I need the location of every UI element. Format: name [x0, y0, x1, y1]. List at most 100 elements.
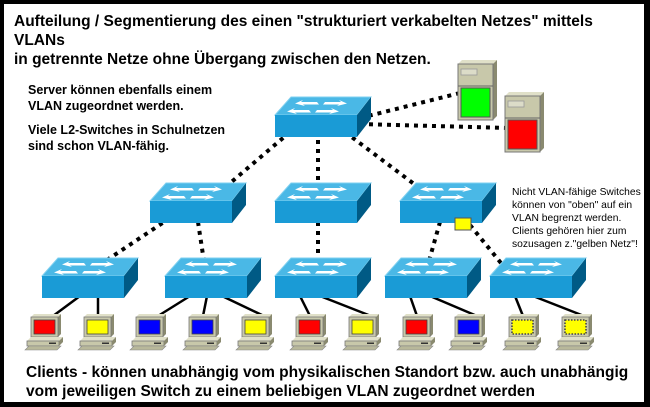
switch-side-face: [247, 258, 261, 298]
switch-access-4: [383, 257, 483, 298]
client-pc: [24, 314, 63, 351]
keyboard: [396, 345, 434, 351]
monitor-side: [376, 314, 379, 337]
switch-arrows-icon: [162, 186, 222, 200]
switch-front-face: [165, 276, 247, 298]
switch-front-face: [42, 276, 124, 298]
vlan-port-marker: [454, 217, 472, 231]
keyboard: [77, 345, 115, 351]
keyboard: [24, 345, 62, 351]
note-l2-switches: Viele L2-Switches in Schulnetzen sind sc…: [28, 123, 226, 153]
server-vlan-screen: [507, 119, 538, 150]
keyboard: [235, 345, 273, 351]
switch-arrows-icon: [54, 261, 114, 275]
client-link: [532, 294, 585, 318]
note-clients: Clients - können unabhängig vom physikal…: [26, 364, 629, 400]
server-green: [457, 60, 497, 121]
drive-slot-icon: [260, 342, 267, 344]
monitor-top: [455, 314, 485, 317]
switch-arrows-icon: [502, 261, 562, 275]
switch-front-face: [490, 276, 572, 298]
switch-side-face: [467, 258, 481, 298]
keyboard: [555, 345, 593, 351]
monitor-top: [242, 314, 272, 317]
client-link: [52, 294, 81, 318]
client-vlan-screen: [457, 319, 480, 335]
monitor-side: [430, 314, 433, 337]
switch-front-face: [385, 276, 467, 298]
server-top: [458, 60, 497, 64]
trunk-link: [468, 223, 507, 270]
switch-core: [273, 96, 373, 137]
switch-side-face: [482, 183, 496, 223]
client-link: [513, 295, 525, 317]
monitor-top: [136, 314, 166, 317]
keyboard: [129, 345, 167, 351]
switch-dist-middle: [273, 182, 373, 223]
switch-front-face: [275, 201, 357, 223]
client-pc: [235, 314, 274, 351]
switch-dist-right: [398, 182, 498, 231]
switch-arrows-icon: [287, 100, 347, 114]
monitor-top: [296, 314, 326, 317]
pc-base-top: [132, 337, 168, 341]
server-drive-icon: [460, 68, 478, 76]
server-side: [493, 60, 497, 120]
pc-base-top: [27, 337, 63, 341]
drive-slot-icon: [314, 342, 321, 344]
pc-base-top: [399, 337, 435, 341]
drive-slot-icon: [580, 342, 587, 344]
monitor-side: [216, 314, 219, 337]
switch-front-face: [275, 276, 357, 298]
switch-front-face: [275, 115, 357, 137]
pc-base-top: [185, 337, 221, 341]
client-pc: [448, 314, 487, 351]
switch-arrows-icon: [287, 186, 347, 200]
client-pc: [182, 314, 221, 351]
client-link: [221, 294, 265, 318]
note-non-vlan-switches: Nicht VLAN-fähige Switches können von "o…: [512, 187, 641, 250]
monitor-side: [589, 314, 592, 337]
switch-side-face: [357, 97, 371, 137]
switch-side-face: [357, 183, 371, 223]
monitor-side: [536, 314, 539, 337]
client-link: [319, 294, 372, 318]
pc-base-top: [238, 337, 274, 341]
server-side: [540, 92, 544, 152]
client-pc: [129, 314, 168, 351]
client-pc: [396, 314, 435, 351]
client-link: [429, 294, 478, 318]
devices: [24, 60, 594, 351]
monitor-side: [58, 314, 61, 337]
client-pc: [289, 314, 328, 351]
monitor-side: [482, 314, 485, 337]
client-pc: [555, 314, 594, 351]
monitor-top: [509, 314, 539, 317]
client-pc: [77, 314, 116, 351]
switch-side-face: [572, 258, 586, 298]
drive-slot-icon: [421, 342, 428, 344]
client-link: [157, 294, 191, 318]
switch-access-1: [40, 257, 140, 298]
client-vlan-screen: [511, 319, 534, 335]
client-vlan-screen: [244, 319, 267, 335]
client-link: [298, 295, 312, 317]
switch-side-face: [124, 258, 138, 298]
monitor-top: [84, 314, 114, 317]
pc-base-top: [451, 337, 487, 341]
server-drive-icon: [507, 100, 525, 108]
drive-slot-icon: [527, 342, 534, 344]
switch-front-face: [150, 201, 232, 223]
monitor-side: [323, 314, 326, 337]
client-vlan-screen: [138, 319, 161, 335]
server-red: [504, 92, 544, 153]
keyboard: [342, 345, 380, 351]
client-pc: [502, 314, 541, 351]
switch-arrows-icon: [412, 186, 472, 200]
server-vlan-screen: [460, 87, 491, 118]
switch-side-face: [357, 258, 371, 298]
switch-access-5: [488, 257, 588, 298]
monitor-top: [31, 314, 61, 317]
monitor-top: [403, 314, 433, 317]
